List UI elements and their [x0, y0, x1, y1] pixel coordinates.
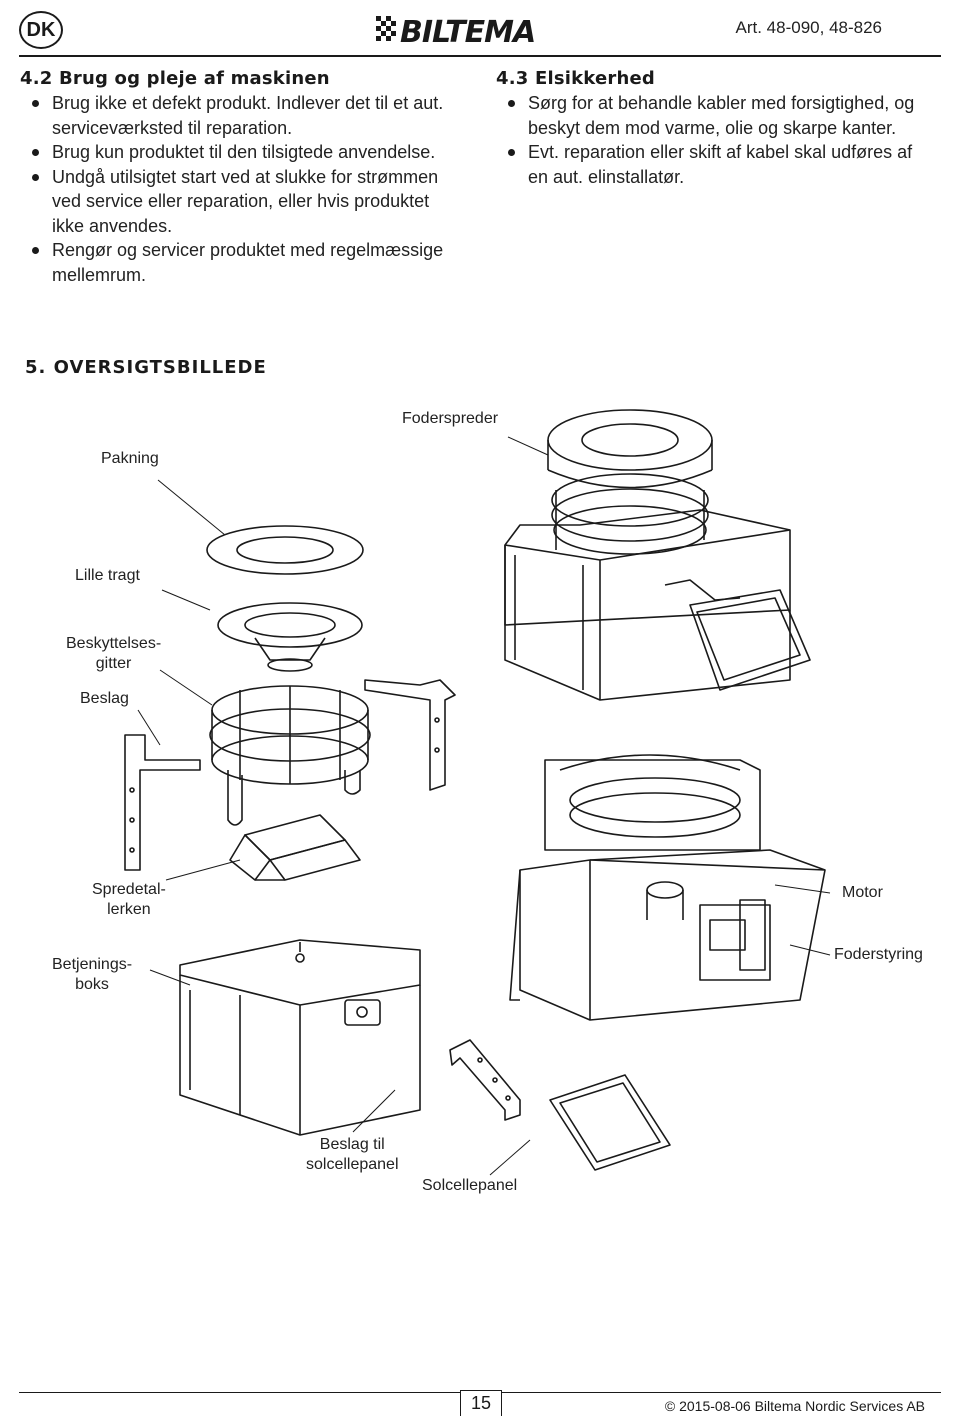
feeder-open-view-drawing — [509, 754, 826, 1021]
label-foderstyring: Foderstyring — [834, 946, 923, 963]
label-beslag-solcellepanel: Beslag til solcellepanel — [306, 1135, 399, 1175]
label-line: lerken — [107, 901, 151, 918]
list-item: Sørg for at behandle kabler med forsigti… — [496, 91, 936, 140]
label-betjeningsboks: Betjenings- boks — [52, 955, 132, 995]
spreader-plate-drawing — [229, 814, 361, 881]
label-line: solcellepanel — [306, 1156, 399, 1173]
brand-text: BILTEMA — [400, 15, 535, 46]
bracket-right-drawing — [364, 679, 456, 791]
language-badge: DK — [19, 11, 63, 49]
label-line: boks — [75, 976, 109, 993]
list-item: Brug ikke et defekt produkt. Indlever de… — [20, 91, 465, 140]
section-5-title: 5. OVERSIGTSBILLEDE — [25, 357, 267, 378]
section-4-3: 4.3 Elsikkerhed Sørg for at behandle kab… — [496, 68, 936, 189]
biltema-logo: BILTEMA — [376, 15, 536, 46]
gasket-drawing — [206, 525, 364, 575]
small-funnel-drawing — [217, 602, 363, 672]
solar-panel-drawing — [549, 1074, 671, 1171]
assembled-feeder-drawing — [504, 409, 811, 701]
label-line: Spredetal- — [92, 881, 166, 898]
label-lille-tragt: Lille tragt — [75, 567, 140, 584]
label-beslag: Beslag — [80, 690, 129, 707]
solar-bracket-drawing — [449, 1039, 521, 1121]
control-box-drawing — [179, 939, 421, 1136]
article-number: Art. 48-090, 48-826 — [735, 18, 882, 37]
label-foderspreder: Foderspreder — [402, 410, 499, 427]
section-4-2-title: 4.2 Brug og pleje af maskinen — [20, 68, 330, 89]
page-number: 15 — [460, 1390, 502, 1416]
section-4-3-title: 4.3 Elsikkerhed — [496, 68, 655, 89]
label-pakning: Pakning — [101, 450, 159, 467]
section-4-2: 4.2 Brug og pleje af maskinen Brug ikke … — [20, 68, 465, 287]
label-line: Beslag til — [319, 1136, 385, 1153]
label-solcellepanel: Solcellepanel — [422, 1177, 518, 1194]
list-item: Rengør og servicer produktet med regelmæ… — [20, 238, 465, 287]
exploded-view-illustration — [124, 409, 831, 1176]
list-item: Evt. reparation eller skift af kabel ska… — [496, 140, 936, 189]
section-4-2-list: Brug ikke et defekt produkt. Indlever de… — [20, 91, 465, 287]
label-spredetallerken: Spredetal- lerken — [92, 880, 166, 920]
protective-grid-drawing — [209, 685, 371, 826]
copyright: © 2015-08-06 Biltema Nordic Services AB — [664, 1398, 925, 1414]
list-item: Undgå utilsigtet start ved at slukke for… — [20, 165, 465, 239]
label-line: Betjenings- — [52, 956, 133, 973]
header-divider — [19, 55, 941, 57]
label-line: gitter — [95, 655, 132, 672]
list-item: Brug kun produktet til den tilsigtede an… — [20, 140, 465, 165]
label-motor: Motor — [842, 884, 883, 901]
bracket-left-drawing — [124, 734, 201, 871]
label-line: Beskyttelses- — [66, 635, 162, 652]
label-beskyttelsesgitter: Beskyttelses- gitter — [66, 634, 161, 674]
section-4-3-list: Sørg for at behandle kabler med forsigti… — [496, 91, 936, 189]
